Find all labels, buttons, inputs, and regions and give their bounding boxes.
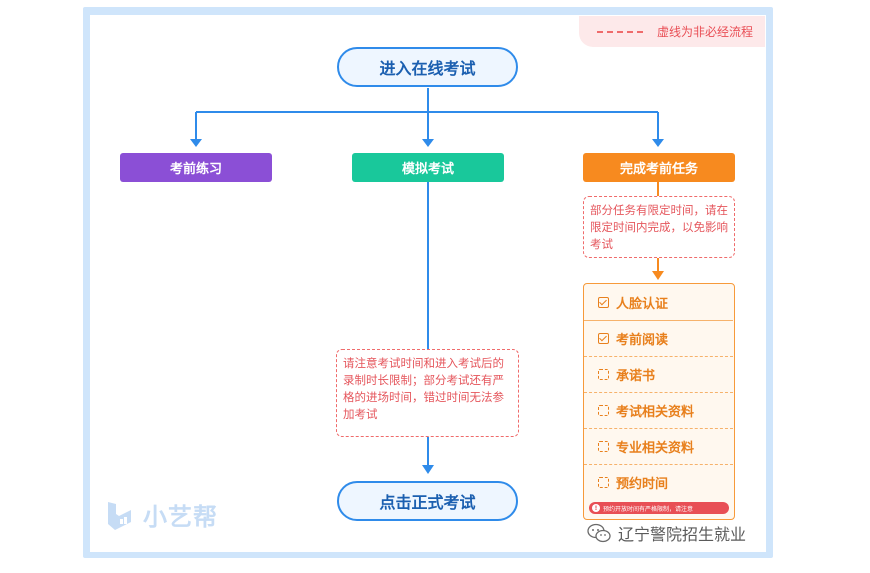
unchecked-box-icon [598, 476, 609, 488]
task-item-reading: 考前阅读 [584, 320, 733, 356]
logo: 小艺帮 [105, 497, 218, 532]
warning-text: 预约开放时间有严格限制，请注意 [603, 505, 694, 513]
logo-text: 小艺帮 [143, 503, 218, 531]
task-label: 考前阅读 [616, 332, 669, 348]
task-item-pledge: 承诺书 [584, 356, 733, 392]
mock-exam-node: 模拟考试 [352, 153, 504, 182]
end-node: 点击正式考试 [337, 481, 518, 521]
start-node: 进入在线考试 [337, 47, 518, 87]
arrow-tasks [652, 139, 664, 147]
arrow-practice [190, 139, 202, 147]
mock-exam-note: 请注意考试时间和进入考试后的录制时长限制；部分考试还有严格的进场时间，错过时间无… [336, 349, 519, 437]
wechat-icon [587, 523, 611, 543]
exclamation-icon: ! [592, 504, 600, 512]
checked-box-icon [598, 296, 609, 308]
task-item-major-materials: 专业相关资料 [584, 428, 733, 464]
task-label: 考试相关资料 [616, 404, 695, 420]
arrow-mock [422, 139, 434, 147]
task-item-face-auth: 人脸认证 [584, 284, 733, 320]
pre-exam-tasks-node: 完成考前任务 [583, 153, 735, 182]
practice-node: 考前练习 [120, 153, 272, 182]
task-item-booking-time: 预约时间 [584, 464, 733, 500]
task-label: 预约时间 [616, 476, 669, 492]
task-label: 专业相关资料 [616, 440, 695, 456]
logo-icon [108, 501, 131, 530]
checked-box-icon [598, 332, 609, 344]
arrow-end [422, 465, 434, 474]
legend: 虚线为非必经流程 [579, 16, 765, 47]
task-checklist: 人脸认证 考前阅读 承诺书 考试相关资料 专业相关资料 预约时间 ! 预约开放时… [583, 283, 735, 520]
unchecked-box-icon [598, 368, 609, 380]
task-label: 承诺书 [616, 368, 656, 384]
watermark: 辽宁警院招生就业 [586, 521, 746, 545]
task-label: 人脸认证 [616, 296, 669, 312]
unchecked-box-icon [598, 404, 609, 416]
legend-dash-line [597, 30, 643, 33]
legend-text: 虚线为非必经流程 [657, 25, 754, 39]
watermark-text: 辽宁警院招生就业 [618, 525, 747, 544]
tasks-time-note: 部分任务有限定时间，请在限定时间内完成，以免影响考试 [583, 196, 735, 258]
task-item-exam-materials: 考试相关资料 [584, 392, 733, 428]
unchecked-box-icon [598, 440, 609, 452]
arrow-tasklist [652, 271, 664, 280]
booking-warning-badge: ! 预约开放时间有严格限制，请注意 [589, 502, 729, 514]
